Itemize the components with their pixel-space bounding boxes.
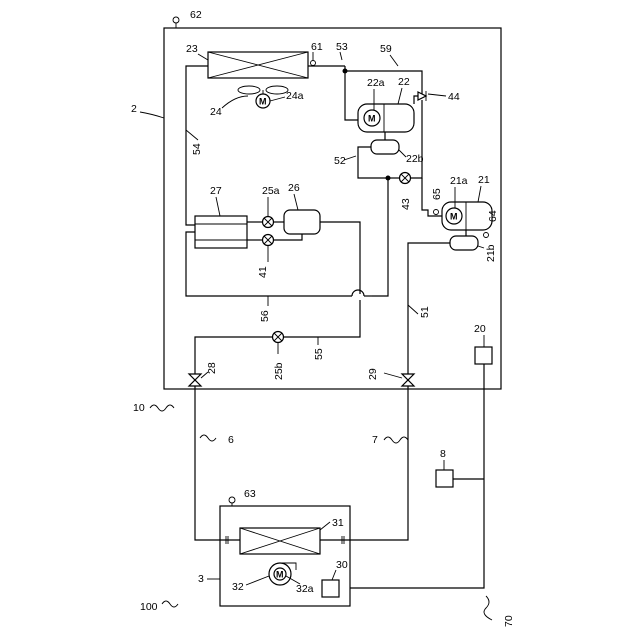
label-22a: 22a: [367, 77, 385, 89]
label-25a: 25a: [262, 185, 280, 197]
label-3: 3: [198, 573, 204, 585]
label-6: 6: [228, 434, 234, 446]
label-52: 52: [334, 155, 346, 167]
comm-line-70: [350, 364, 484, 588]
label-31: 31: [332, 517, 344, 529]
label-43: 43: [400, 198, 412, 210]
shutoff-valve-28-icon: [189, 374, 201, 386]
label-30: 30: [336, 559, 348, 571]
expansion-valve-25b-icon: [273, 332, 284, 343]
label-21b: 21b: [485, 244, 497, 262]
label-61: 61: [311, 41, 323, 53]
motor-symbol-32: M: [276, 570, 284, 580]
accumulator-22b: [371, 140, 399, 154]
label-70: 70: [503, 615, 515, 627]
label-41: 41: [257, 266, 269, 278]
sensor-62-icon: [173, 17, 179, 23]
label-7: 7: [372, 434, 378, 446]
pipe-6-gas: [195, 386, 220, 540]
sensor-61-icon: [311, 61, 316, 66]
label-23: 23: [186, 43, 198, 55]
pipe-7-liquid: [350, 386, 408, 540]
motor-symbol-22: M: [368, 114, 376, 124]
pipe-55: [284, 300, 360, 337]
accumulator-21b: [450, 236, 478, 250]
label-100: 100: [140, 601, 158, 613]
label-27: 27: [210, 185, 222, 197]
label-32: 32: [232, 581, 244, 593]
label-24: 24: [210, 106, 222, 118]
expansion-valve-25a-icon: [263, 217, 274, 228]
label-20: 20: [474, 323, 486, 335]
sensor-63-icon: [229, 497, 235, 503]
valve-41-icon: [263, 235, 274, 246]
label-55: 55: [313, 348, 325, 360]
label-63: 63: [244, 488, 256, 500]
label-2: 2: [131, 103, 137, 115]
label-25b: 25b: [273, 362, 285, 380]
subcooler-27: [195, 216, 247, 248]
label-64: 64: [487, 210, 499, 222]
label-22b: 22b: [406, 153, 424, 165]
receiver-26: [284, 210, 320, 234]
label-44: 44: [448, 91, 460, 103]
label-21a: 21a: [450, 175, 468, 187]
indoor-heat-exchanger: [240, 528, 320, 554]
indoor-controller-30: [322, 580, 339, 597]
outdoor-controller-20: [475, 347, 492, 364]
label-32a: 32a: [296, 583, 314, 595]
label-65: 65: [431, 188, 443, 200]
label-53: 53: [336, 41, 348, 53]
motor-symbol-21: M: [450, 212, 458, 222]
sensor-65-icon: [434, 210, 439, 215]
label-51: 51: [419, 306, 431, 318]
motor-symbol-fan: M: [259, 97, 267, 107]
label-8: 8: [440, 448, 446, 460]
label-59: 59: [380, 43, 392, 55]
label-29: 29: [367, 368, 379, 380]
label-21: 21: [478, 174, 490, 186]
label-22: 22: [398, 76, 410, 88]
label-56: 56: [259, 310, 271, 322]
label-62: 62: [190, 9, 202, 21]
sensor-64-icon: [484, 233, 489, 238]
label-26: 26: [288, 182, 300, 194]
shutoff-valve-29-icon: [402, 374, 414, 386]
label-54: 54: [191, 143, 203, 155]
remote-controller-8: [436, 470, 453, 487]
label-10: 10: [133, 402, 145, 414]
valve-43-icon: [400, 173, 411, 184]
label-24a: 24a: [286, 90, 304, 102]
outdoor-heat-exchanger: [208, 52, 308, 78]
